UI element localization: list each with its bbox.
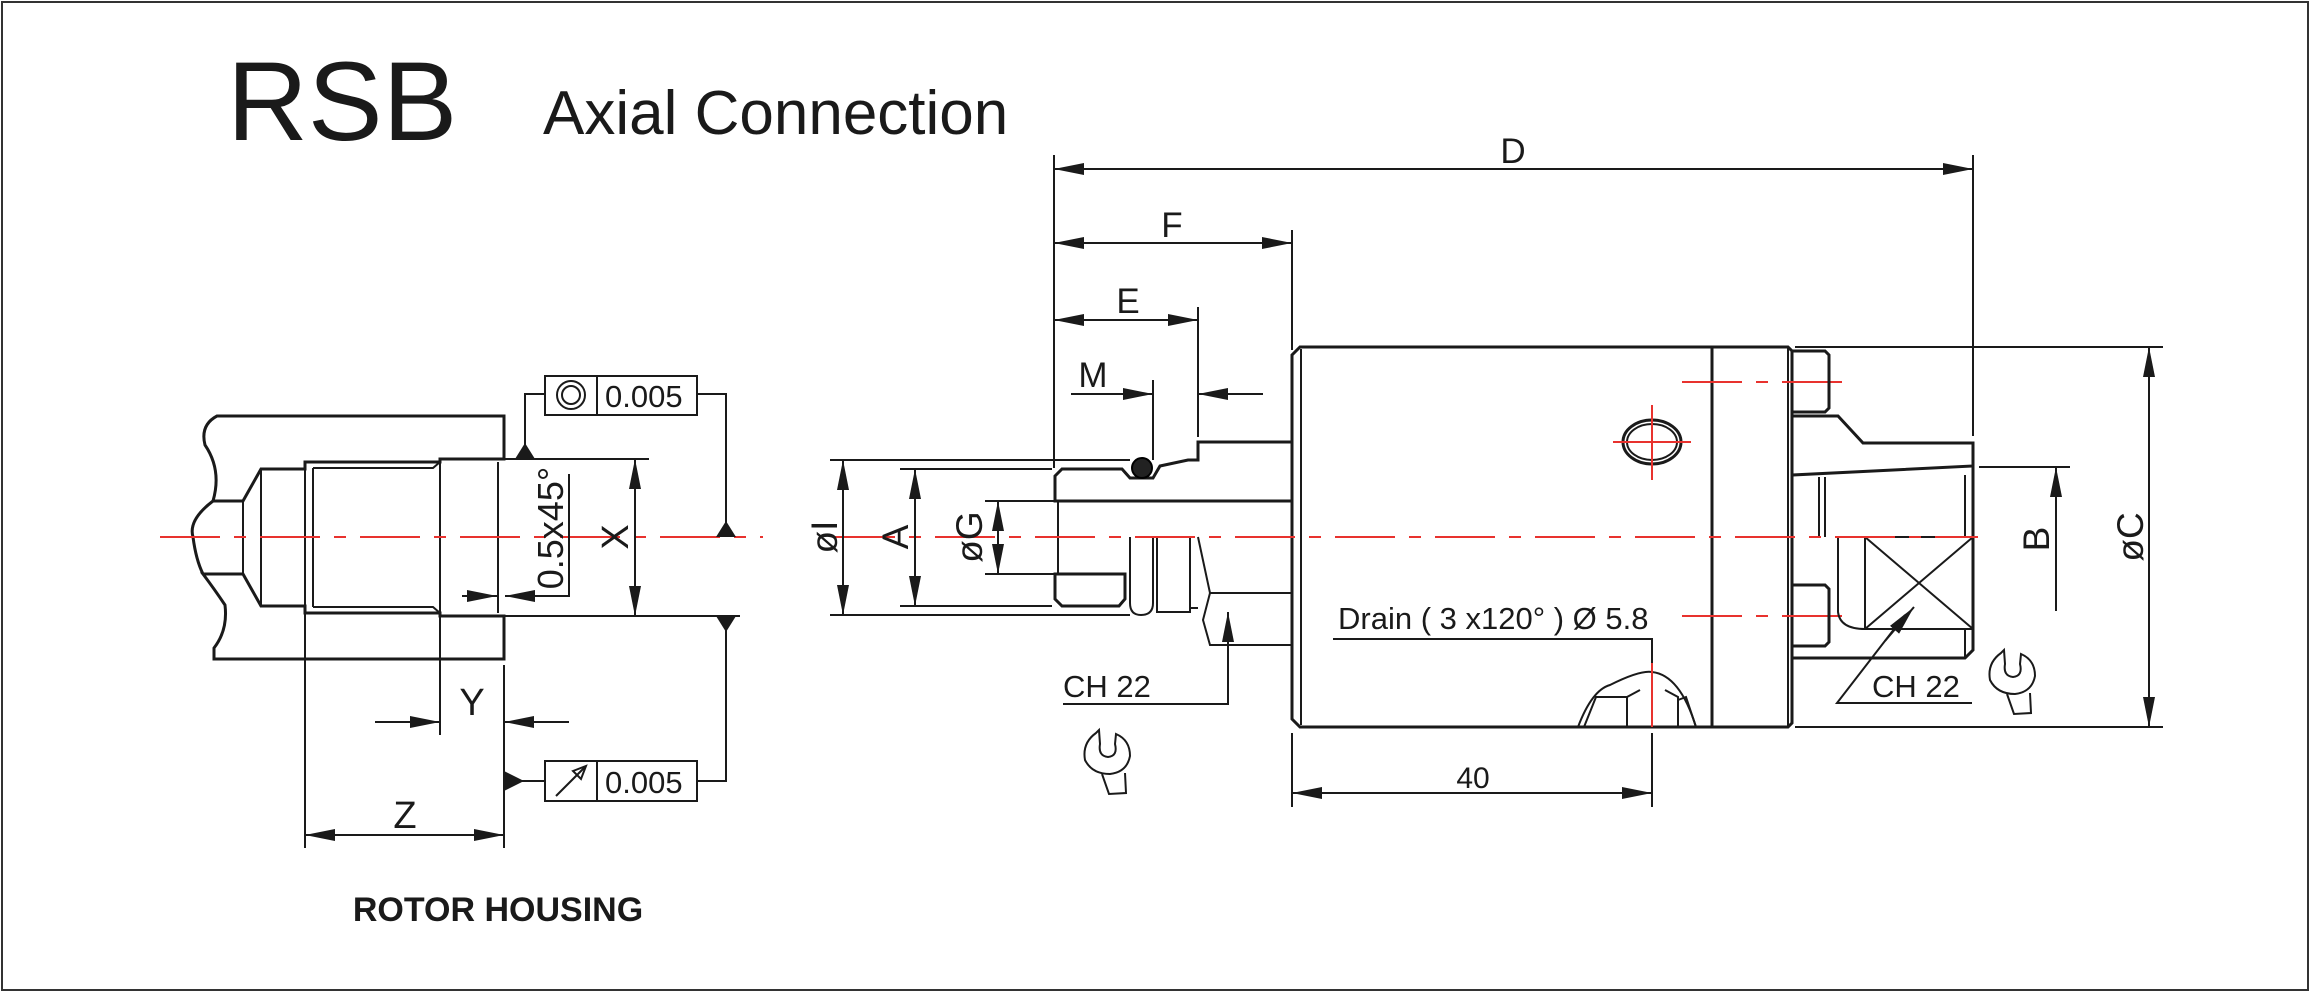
- spigot-outline: [1057, 501, 1292, 646]
- dim-z-label: Z: [393, 795, 416, 837]
- dim-c-label: øC: [2110, 512, 2151, 561]
- rotor-housing-view: X 0.5x45° Y Z 0.005: [160, 375, 763, 929]
- rotor-housing-caption: ROTOR HOUSING: [353, 891, 643, 929]
- wrench-icon: [1988, 647, 2037, 716]
- housing-section-top: [202, 414, 506, 503]
- o-ring: [1131, 457, 1153, 479]
- dim-e-label: E: [1116, 282, 1139, 321]
- runout-value: 0.005: [605, 765, 683, 800]
- runout-tolerance-frame: 0.005: [504, 616, 736, 802]
- dim-g-label: øG: [949, 511, 990, 562]
- circular-runout-icon: [555, 764, 588, 797]
- housing-section-bottom: [200, 572, 506, 661]
- spigot-section-bottom: [1053, 572, 1127, 608]
- wrench-icon: [1083, 727, 1132, 796]
- datum-triangle: [716, 521, 736, 537]
- concentricity-value: 0.005: [605, 379, 683, 414]
- drawing-subtitle: Axial Connection: [543, 79, 1008, 148]
- axial-connection-view: Drain ( 3 x120° ) Ø 5.8 40 D F: [804, 132, 2163, 807]
- dim-x-label: X: [595, 524, 637, 549]
- spigot-section-top: [1053, 440, 1294, 503]
- datum-triangle: [716, 616, 736, 632]
- concentricity-tolerance-frame: 0.005: [515, 375, 736, 537]
- wrench-size-left: CH 22: [1063, 669, 1151, 704]
- drain-offset-label: 40: [1456, 762, 1489, 795]
- wrench-size-right: CH 22: [1872, 669, 1960, 704]
- chamfer-label: 0.5x45°: [530, 467, 571, 589]
- drawing-title: RSB: [227, 39, 457, 164]
- concentricity-icon: [556, 380, 586, 410]
- dim-a-label: A: [875, 524, 916, 549]
- drain-label: Drain ( 3 x120° ) Ø 5.8: [1338, 601, 1648, 636]
- outlet-flange: [1790, 349, 1975, 660]
- datum-triangle: [515, 443, 535, 459]
- dim-m-label: M: [1078, 356, 1107, 395]
- dim-d-label: D: [1500, 132, 1525, 171]
- port-hole: [1613, 405, 1691, 480]
- drain-cutout: [1577, 663, 1698, 728]
- dim-b-label: B: [2016, 527, 2057, 552]
- leader-triangle: [504, 771, 524, 791]
- dim-f-label: F: [1161, 206, 1182, 245]
- dim-y-label: Y: [459, 682, 484, 724]
- dim-i-label: øI: [804, 521, 845, 554]
